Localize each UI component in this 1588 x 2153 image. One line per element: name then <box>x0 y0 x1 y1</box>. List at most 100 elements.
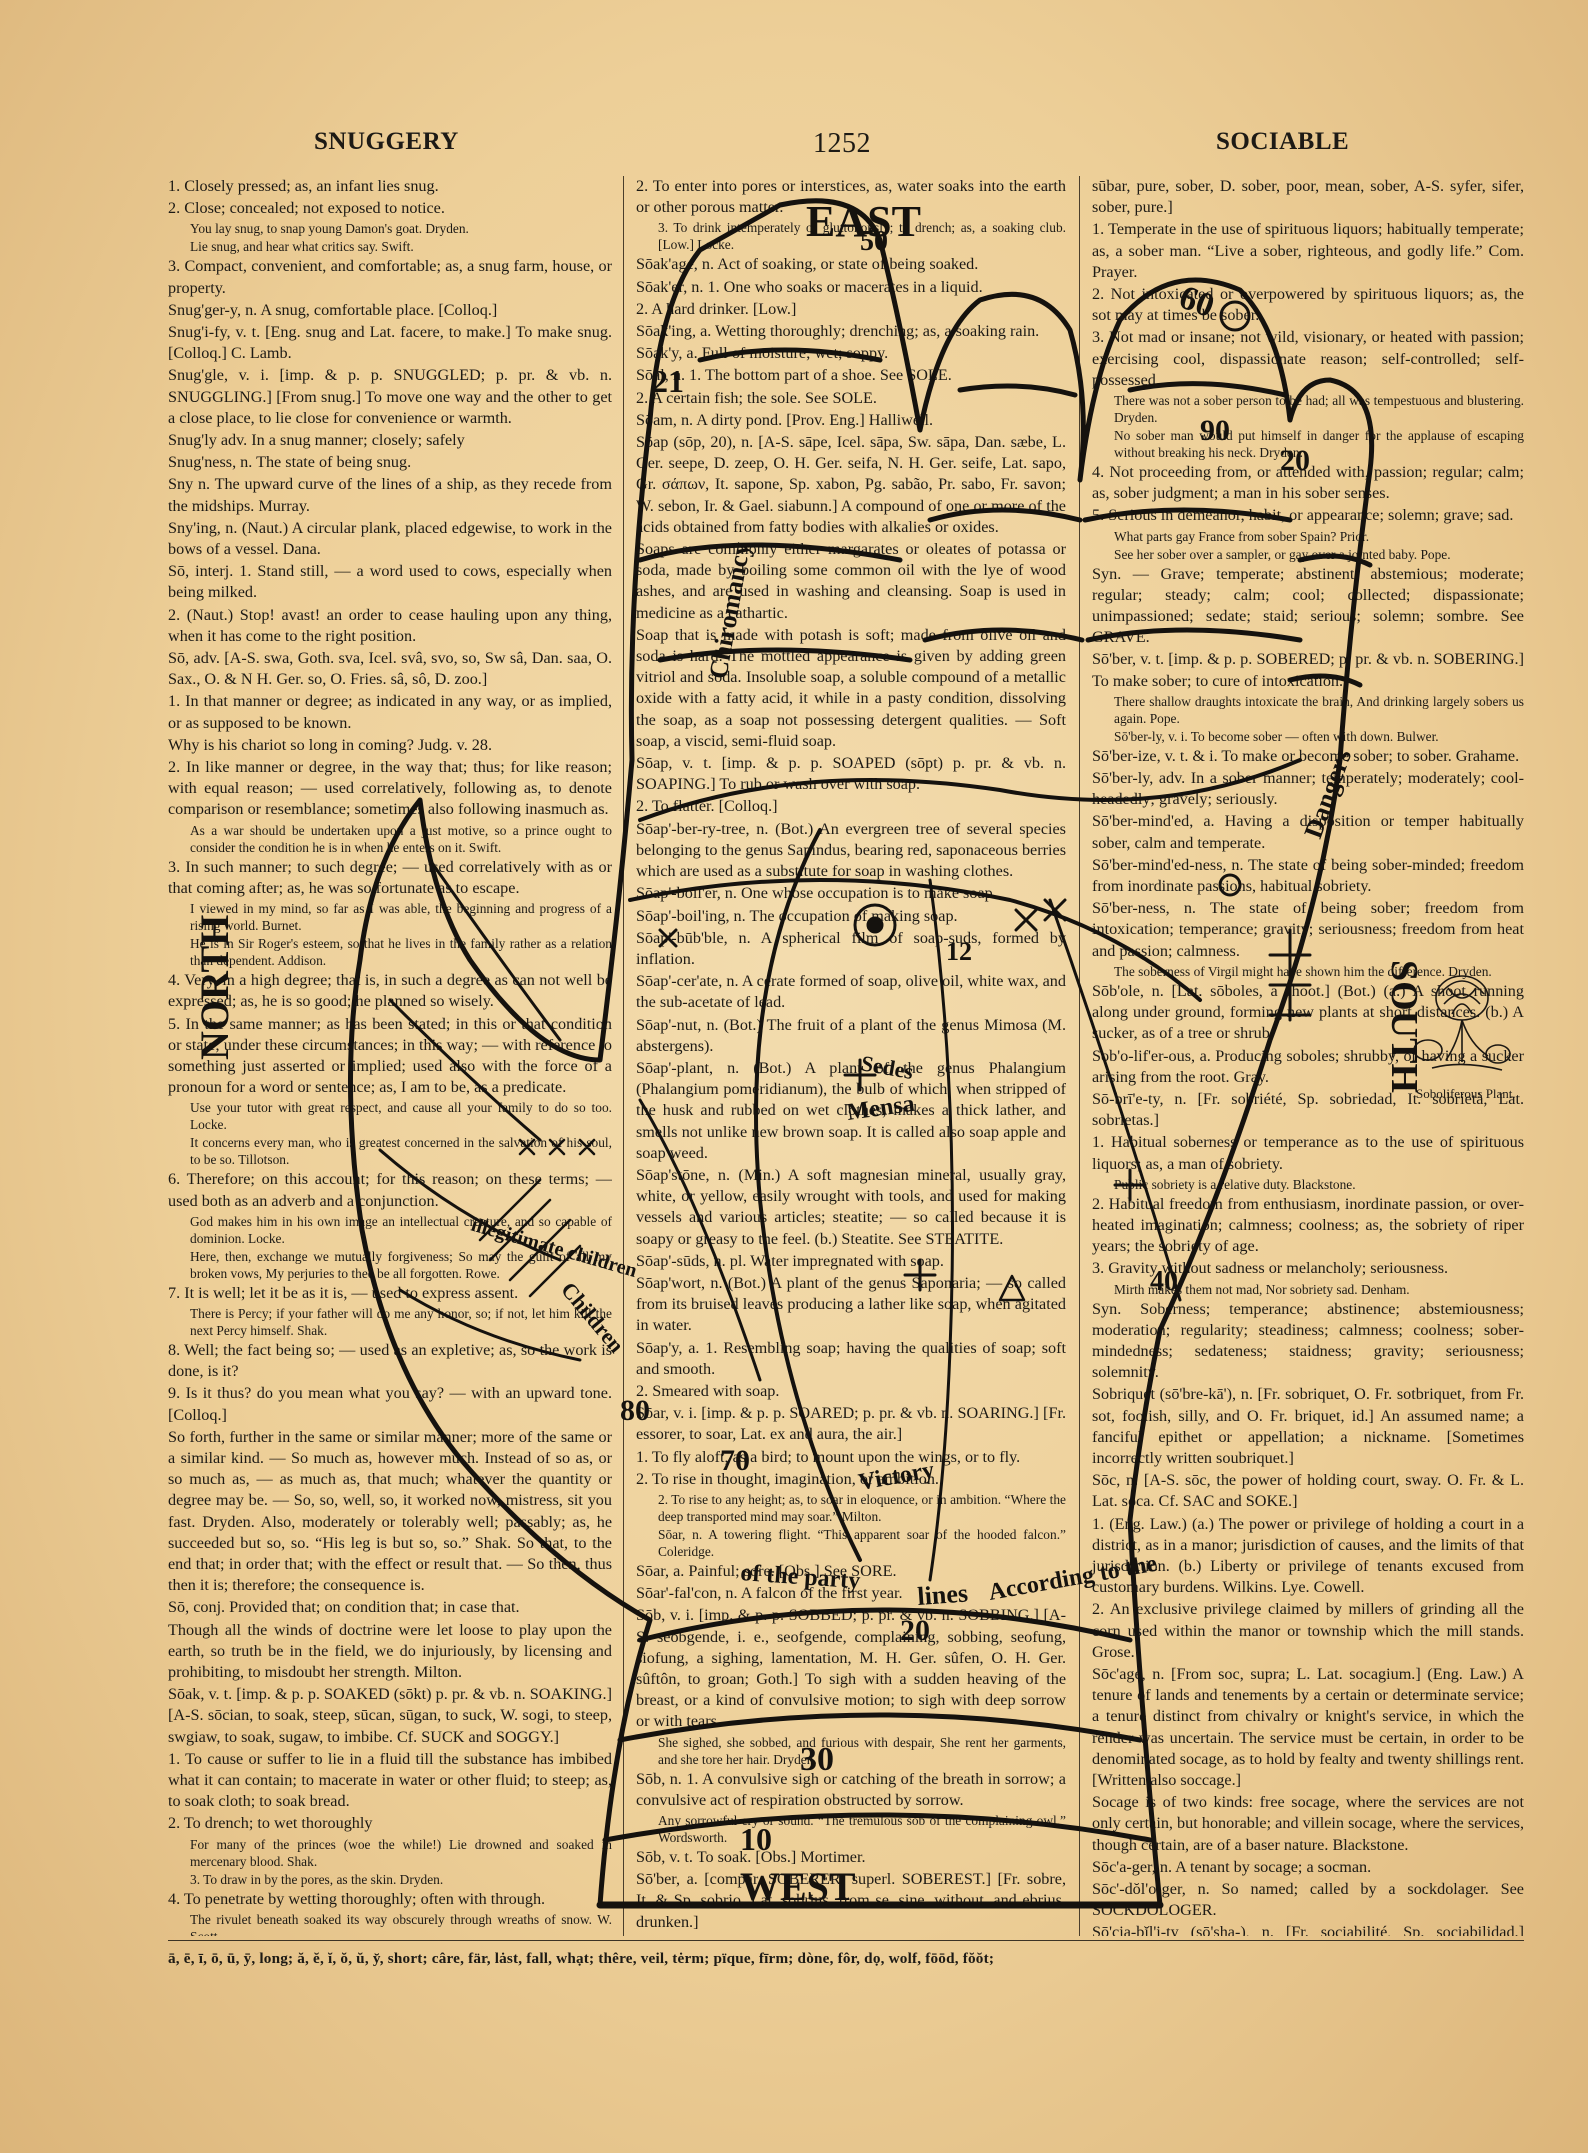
label-sedes: Sedes <box>859 1050 916 1084</box>
dictionary-entry: Syn. — Grave; temperate; abstinent; abst… <box>1092 564 1524 647</box>
dictionary-entry: Socage is of two kinds: free socage, whe… <box>1092 1793 1524 1854</box>
dictionary-entry: Sō'ber-ness, n. The state of being sober… <box>1092 899 1524 960</box>
number-20: 20 <box>900 1614 930 1647</box>
dictionary-entry: Soap that is made with potash is soft; m… <box>636 625 1066 750</box>
dictionary-entry: It concerns every man, who is greatest c… <box>190 1135 612 1168</box>
label-north: NORTH <box>192 915 237 1060</box>
dictionary-entry: Sobriquet (sō'bre-kā'), n. [Fr. sobrique… <box>1092 1385 1524 1467</box>
dictionary-entry: 3. To draw in by the pores, as the skin.… <box>190 1871 444 1887</box>
dictionary-entry: Snug'gle, v. i. [imp. & p. p. SNUGGLED; … <box>168 366 612 427</box>
dictionary-entry: 9. Is it thus? do you mean what you say?… <box>168 1384 612 1424</box>
dictionary-entry: Sō, adv. [A-S. swa, Goth. sva, Icel. svâ… <box>168 649 612 689</box>
dictionary-entry: Sny n. The upward curve of the lines of … <box>168 475 612 515</box>
dictionary-entry: You lay snug, to snap young Damon's goat… <box>190 221 469 237</box>
dictionary-entry: 2. To enter into pores or interstices, a… <box>636 177 1066 217</box>
dictionary-entry: Sōc, n. [A-S. sōc, the power of holding … <box>1092 1471 1524 1511</box>
label-victory: Victory <box>857 1457 937 1496</box>
dictionary-entry: 7. It is well; let it be as it is, — use… <box>168 1283 519 1302</box>
dictionary-entry: Sōap'-nut, n. (Bot.) The fruit of a plan… <box>636 1015 1066 1055</box>
dictionary-entry: 3. Gravity without sadness or melancholy… <box>1092 1259 1449 1278</box>
dictionary-entry: Sōap'-cer'ate, n. A cerate formed of soa… <box>636 972 1066 1012</box>
dictionary-entry: 2. To rise in thought, imagination, or a… <box>636 1469 939 1488</box>
dictionary-entry: Sō'ber-mind'ed, a. Having a disposition … <box>1092 812 1524 852</box>
dictionary-entry: So forth, further in the same or similar… <box>168 1427 612 1595</box>
dictionary-entry: Sōar, v. i. [imp. & p. p. SOARED; p. pr.… <box>636 1404 1066 1444</box>
dictionary-entry: Public sobriety is a relative duty. Blac… <box>1114 1176 1356 1192</box>
middle-column: 2. To enter into pores or interstices, a… <box>636 176 1066 1936</box>
dictionary-entry: Sōak'age, n. Act of soaking, or state of… <box>636 255 979 274</box>
dictionary-entry: Sōak, v. t. [imp. & p. p. SOAKED (sōkt) … <box>168 1685 612 1746</box>
page-header: SNUGGERY 1252 SOCIABLE <box>0 128 1588 168</box>
dictionary-entry: 3. Not mad or insane; not wild, visionar… <box>1092 328 1524 389</box>
dictionary-entry: 1. To cause or suffer to lie in a fluid … <box>168 1749 612 1811</box>
dictionary-entry: Syn. Soberness; temperance; abstinence; … <box>1092 1299 1524 1382</box>
dictionary-entry: Soaps are commonly either margarates or … <box>636 540 1066 622</box>
dictionary-entry: Sō'ber-ize, v. t. & i. To make or become… <box>1092 746 1520 765</box>
dictionary-entry: Sōap'-sūds, n. pl. Water impregnated wit… <box>636 1251 944 1270</box>
dictionary-entry: 2. To drench; to wet thoroughly <box>168 1814 373 1833</box>
dictionary-entry: 2. An exclusive privilege claimed by mil… <box>1092 1600 1524 1661</box>
dictionary-entry: 3. Compact, convenient, and comfortable;… <box>168 257 612 297</box>
dictionary-entry: 6. Therefore; on this account; for this … <box>168 1170 612 1210</box>
dictionary-entry: Sōap'-plant, n. (Bot.) A plant of the ge… <box>636 1058 1066 1162</box>
label-the-party: of the party <box>740 1560 862 1594</box>
dictionary-entry: 4. To penetrate by wetting thoroughly; o… <box>168 1889 546 1908</box>
dictionary-entry: Sōc'a-ger, n. A tenant by socage; a socm… <box>1092 1857 1372 1876</box>
dictionary-entry: 2. Habitual freedom from enthusiasm, ino… <box>1092 1194 1524 1256</box>
dictionary-entry: 4. Not proceeding from, or attended with… <box>1092 463 1524 503</box>
number-10: 10 <box>740 1821 772 1857</box>
dictionary-entry: The rivulet beneath soaked its way obscu… <box>190 1911 612 1936</box>
dictionary-entry: There shallow draughts intoxicate the br… <box>1114 693 1524 726</box>
dictionary-entry: Mirth makes them not mad, Nor sobriety s… <box>1114 1281 1410 1297</box>
right-guide-word: SOCIABLE <box>1216 128 1350 155</box>
label-mensa: Mensa <box>845 1091 916 1126</box>
dictionary-entry: 1. Closely pressed; as, an infant lies s… <box>168 177 439 195</box>
number-80: 80 <box>620 1394 650 1427</box>
dictionary-entry: 1. Temperate in the use of spirituous li… <box>1092 220 1524 281</box>
dictionary-entry: She sighed, she sobbed, and furious with… <box>658 1734 1066 1767</box>
dictionary-entry: Sōap'-boil'er, n. One whose occupation i… <box>636 884 997 903</box>
dictionary-entry: Sny'ing, n. (Naut.) A circular plank, pl… <box>168 518 612 559</box>
left-column: 1. Closely pressed; as, an infant lies s… <box>168 176 612 1936</box>
dictionary-entry: Sō, conj. Provided that; on condition th… <box>168 1598 520 1617</box>
dictionary-entry: 2. Smeared with soap. <box>636 1381 780 1400</box>
dictionary-entry: Snug'ger-y, n. A snug, comfortable place… <box>168 300 498 319</box>
dictionary-entry: Sōc'age, n. [From soc, supra; L. Lat. so… <box>1092 1664 1524 1789</box>
dictionary-entry: For many of the princes (woe the while!)… <box>190 1836 612 1869</box>
number-40: 40 <box>1150 1266 1178 1297</box>
left-guide-word: SNUGGERY <box>314 128 459 155</box>
dictionary-entry: 2. To rise to any height; as, to soar in… <box>658 1491 1066 1524</box>
dictionary-entry: The soberness of Virgil might have shown… <box>1114 963 1492 979</box>
number-60: 60 <box>1174 279 1219 325</box>
dictionary-entry: Sōap'-būb'ble, n. A spherical film of so… <box>636 928 1066 968</box>
dictionary-entry: God makes him in his own image an intell… <box>190 1213 612 1246</box>
dictionary-entry: 2. A certain fish; the sole. See SOLE. <box>636 388 877 407</box>
right-column: sūbar, pure, sober, D. sober, poor, mean… <box>1092 176 1524 1936</box>
dictionary-entry: Why is his chariot so long in coming? Ju… <box>168 735 493 754</box>
number-21: 21 <box>652 363 684 399</box>
dictionary-entry: Sōap'y, a. 1. Resembling soap; having th… <box>636 1338 1066 1378</box>
dictionary-entry: Lie snug, and hear what critics say. Swi… <box>190 239 414 255</box>
dictionary-entry: 3. In such manner; to such degree; — use… <box>168 857 612 897</box>
dictionary-entry: No sober man would put himself in danger… <box>1114 428 1524 461</box>
column-rule-left <box>623 176 624 1936</box>
dictionary-entry: Sō'ber-ly, adv. In a sober manner; tempe… <box>1092 769 1524 809</box>
dictionary-entry: See her sober over a sampler, or gay ove… <box>1114 546 1451 562</box>
dictionary-entry: Sōap'stōne, n. (Min.) A soft magnesian m… <box>636 1165 1066 1248</box>
soboliferous-plant-icon <box>1413 975 1511 1071</box>
footer-rule <box>168 1940 1524 1941</box>
dictionary-entry: 1. To fly aloft, as a bird; to mount upo… <box>636 1447 1021 1466</box>
dictionary-entry: Sō'ber, v. t. [imp. & p. p. SOBERED; p. … <box>1092 650 1524 690</box>
dictionary-entry: There was not a sober person to be had; … <box>1114 393 1524 426</box>
dictionary-entry: 2. A hard drinker. [Low.] <box>636 299 797 318</box>
column-rule-right <box>1079 176 1080 1936</box>
number-20-b: 20 <box>1280 444 1310 477</box>
dictionary-entry: Snug'i-fy, v. t. [Eng. snug and Lat. fac… <box>168 323 612 363</box>
number-70: 70 <box>720 1444 750 1477</box>
page-number: 1252 <box>813 128 871 159</box>
dictionary-entry: Sōar'-fal'con, n. A falcon of the first … <box>636 1584 903 1603</box>
label-dangers: Dangers <box>1298 745 1357 842</box>
dictionary-entry: Sōam, n. A dirty pond. [Prov. Eng.] Hall… <box>636 410 934 429</box>
